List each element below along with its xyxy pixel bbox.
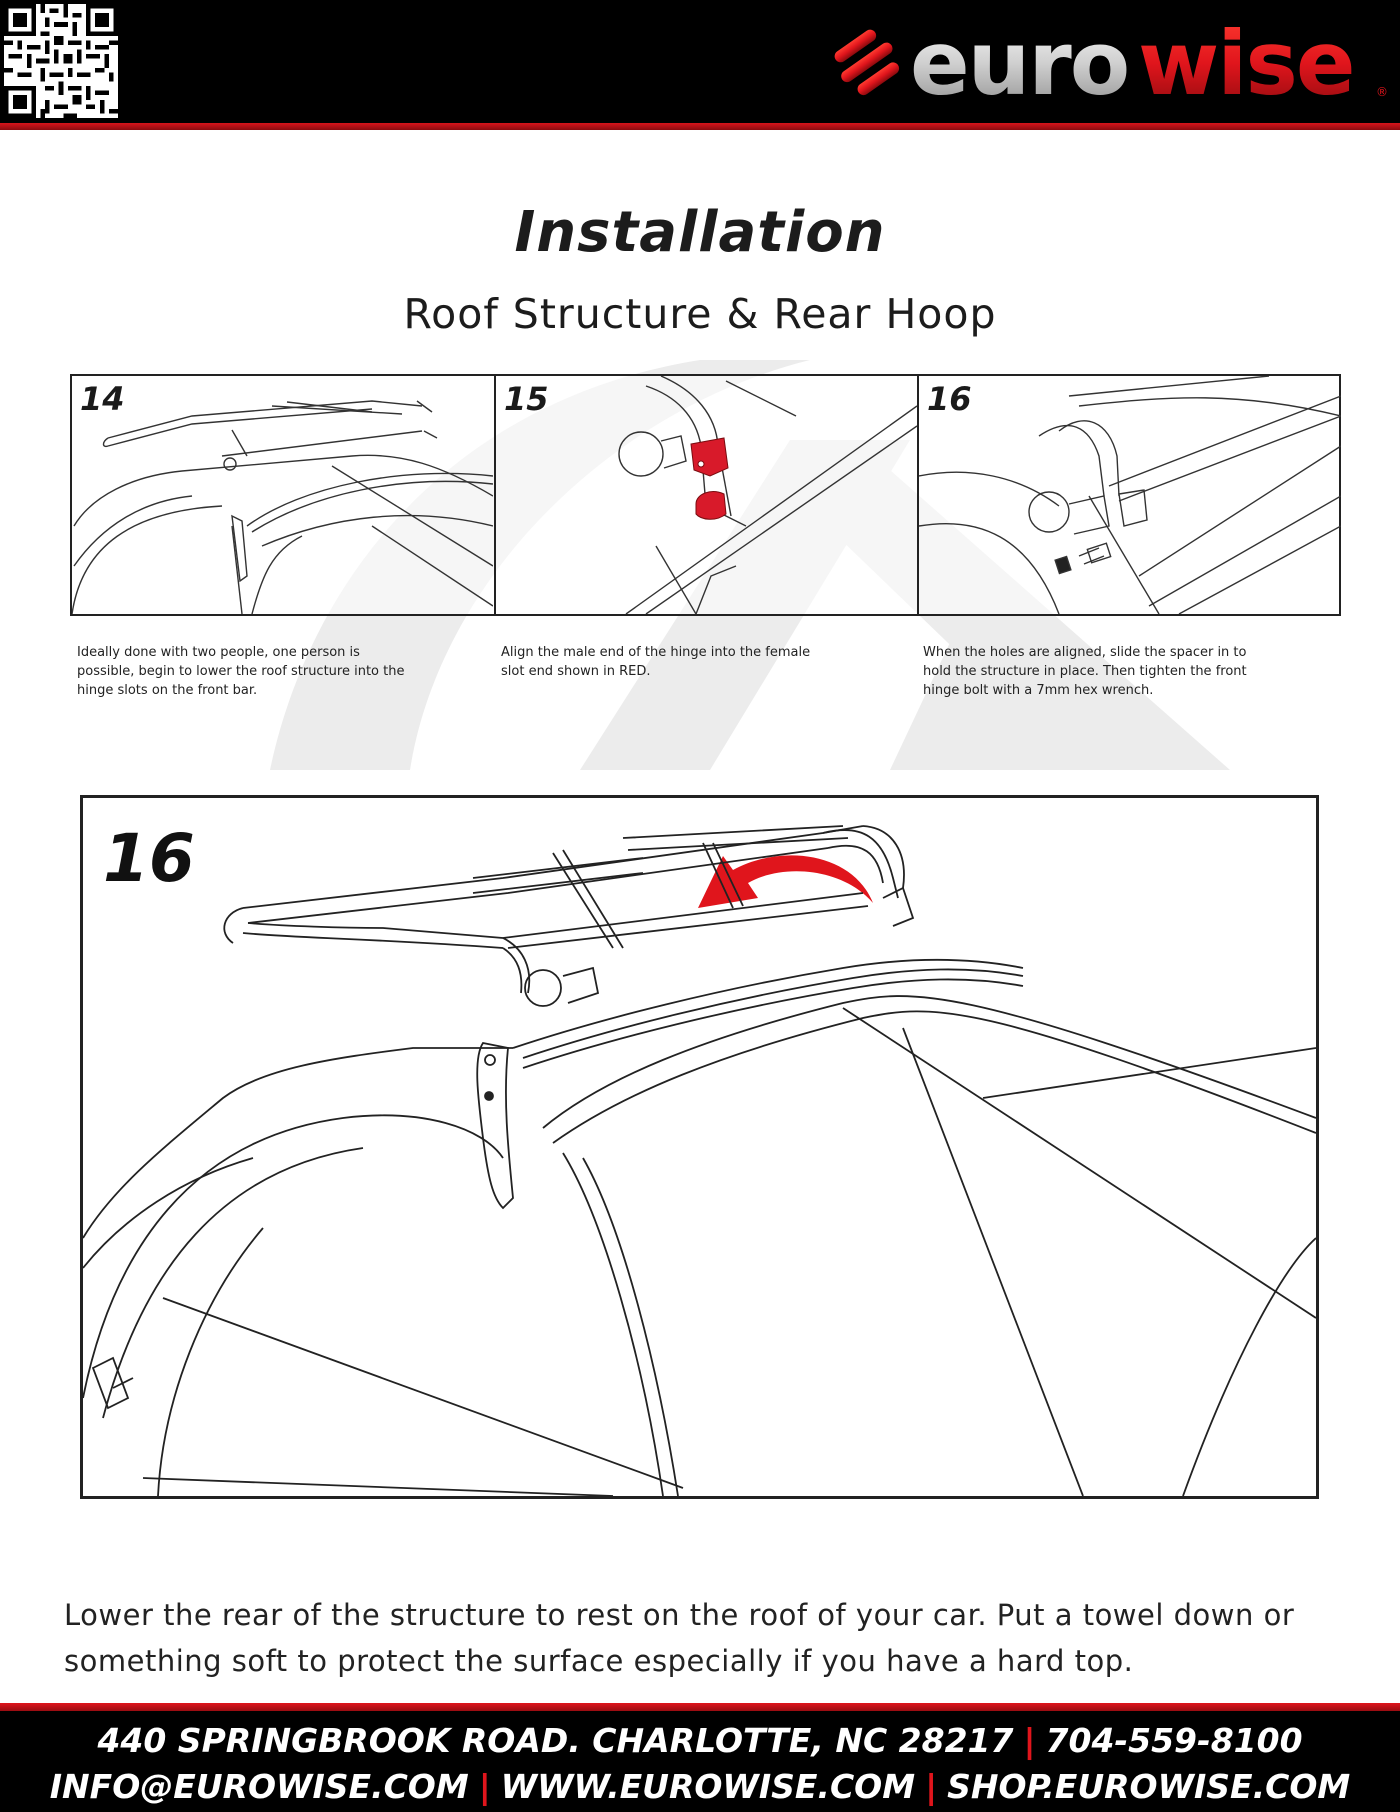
step-panel-15: 15 [494, 376, 917, 614]
footer-shop[interactable]: SHOP.EUROWISE.COM [947, 1767, 1351, 1806]
header-bar: euro wise ® [0, 0, 1400, 123]
footer-email[interactable]: INFO@EUROWISE.COM [49, 1767, 469, 1806]
step-14-caption: Ideally done with two people, one person… [77, 645, 405, 698]
page-subtitle: Roof Structure & Rear Hoop [403, 290, 997, 338]
footer-separator: | [478, 1767, 491, 1806]
step-number: 16 [927, 380, 972, 418]
main-step-panel: 16 [80, 795, 1319, 1499]
step-16-illustration [919, 376, 1341, 614]
step-panels: 14 [70, 374, 1341, 616]
footer-contact-line: INFO@EUROWISE.COM|WWW.EUROWISE.COM|SHOP.… [0, 1767, 1400, 1806]
svg-text:wise: wise [1138, 12, 1354, 115]
footer-divider [0, 1703, 1400, 1711]
footer-address: 440 SPRINGBROOK ROAD. CHARLOTTE, NC 2821… [97, 1721, 1014, 1760]
qr-code-icon [4, 4, 118, 118]
main-step-number: 16 [103, 820, 195, 897]
step-number: 15 [504, 380, 549, 418]
eurowise-logo[interactable]: euro wise ® [830, 10, 1390, 118]
step-panel-16: 16 [917, 376, 1341, 614]
step-16-caption: When the holes are aligned, slide the sp… [923, 645, 1247, 698]
main-step-illustration [83, 825, 1316, 1496]
step-panel-14: 14 [72, 376, 493, 614]
step-number: 14 [80, 380, 125, 418]
footer-bar: 440 SPRINGBROOK ROAD. CHARLOTTE, NC 2821… [0, 1711, 1400, 1812]
step-14-illustration [72, 400, 493, 614]
footer-website[interactable]: WWW.EUROWISE.COM [500, 1767, 916, 1806]
footer-phone[interactable]: 704-559-8100 [1045, 1721, 1303, 1760]
footer-separator: | [925, 1767, 938, 1806]
page-title: Installation [514, 200, 886, 265]
svg-text:euro: euro [910, 12, 1128, 115]
main-step-instructions: Lower the rear of the structure to rest … [64, 1598, 1295, 1678]
svg-text:®: ® [1376, 85, 1388, 99]
curved-arrow-icon [698, 855, 873, 908]
footer-separator: | [1023, 1721, 1036, 1760]
step-15-illustration [618, 376, 917, 614]
header-divider [0, 123, 1400, 130]
footer-address-line: 440 SPRINGBROOK ROAD. CHARLOTTE, NC 2821… [0, 1721, 1400, 1760]
step-15-caption: Align the male end of the hinge into the… [501, 645, 811, 679]
